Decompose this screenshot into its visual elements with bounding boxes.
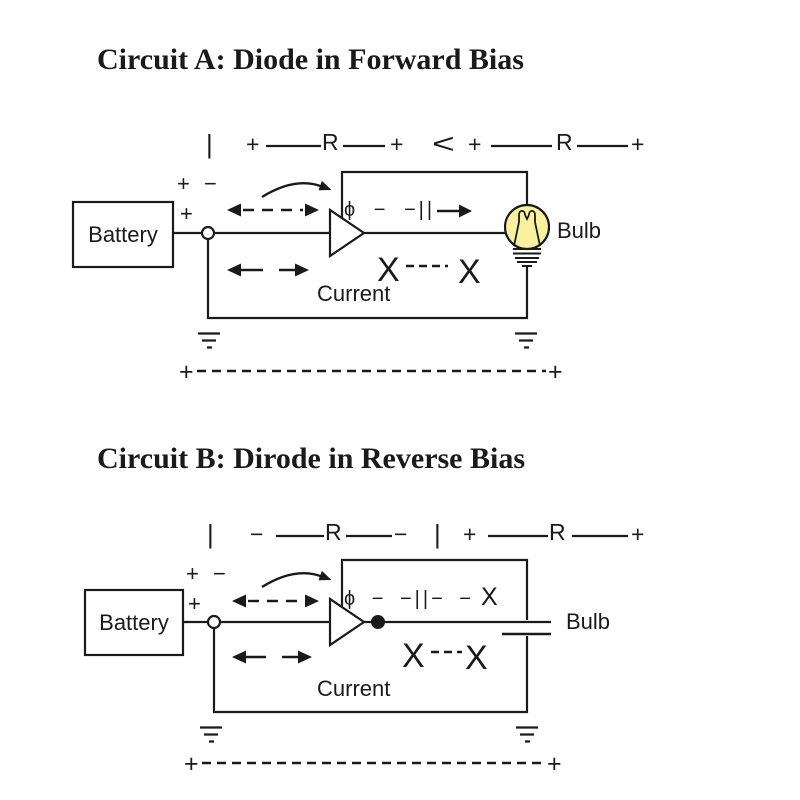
battery-polarity-top: + − bbox=[177, 171, 221, 196]
ground-icon-right bbox=[515, 332, 537, 349]
junction-node-icon bbox=[206, 614, 222, 630]
circuit-a-title: Circuit A: Diode in Forward Bias bbox=[97, 43, 524, 76]
row-plus-symbol: + bbox=[246, 131, 260, 157]
row-bar-symbol: | bbox=[206, 129, 213, 159]
double-arrow-icon bbox=[227, 263, 309, 277]
bulb-label: Bulb bbox=[566, 609, 611, 634]
rail-plus-right: + bbox=[548, 358, 563, 386]
row-plus-symbol: + bbox=[468, 131, 482, 157]
battery-label: Battery bbox=[99, 609, 169, 635]
resistor-label: R bbox=[556, 129, 573, 155]
curved-arrow-icon bbox=[261, 570, 332, 589]
ground-icon-left bbox=[198, 332, 220, 349]
x-mark-right: X bbox=[465, 639, 488, 677]
diode-annotation: ϕ − −|| bbox=[344, 199, 436, 221]
dashed-double-arrow-icon bbox=[227, 203, 319, 217]
rail-plus-right: + bbox=[547, 750, 562, 778]
diode-annotation: ϕ − −||− − bbox=[344, 588, 474, 610]
row-bar-symbol: | bbox=[434, 519, 441, 549]
row-plus-symbol: + bbox=[631, 131, 645, 157]
bulb-label: Bulb bbox=[557, 218, 602, 243]
circuit-b-title: Circuit B: Dirode in Reverse Bias bbox=[97, 442, 526, 475]
x-mark-left: X bbox=[402, 637, 425, 675]
battery-box bbox=[71, 200, 175, 269]
annotation-x-mark: X bbox=[481, 583, 498, 611]
junction-node-icon bbox=[200, 225, 216, 241]
circuit-b-wiring bbox=[83, 534, 628, 765]
lower-loop-wire bbox=[212, 628, 529, 714]
row-plus-symbol: + bbox=[631, 521, 645, 547]
junction-dot-icon bbox=[371, 615, 385, 629]
dashed-double-arrow-icon bbox=[232, 594, 319, 608]
battery-polarity-top: + − bbox=[186, 561, 230, 586]
resistor-label: R bbox=[549, 519, 566, 545]
battery-polarity-bottom: + bbox=[188, 591, 201, 616]
diode-icon bbox=[328, 596, 366, 648]
upper-loop-wire bbox=[340, 170, 529, 218]
row-plus-symbol: + bbox=[463, 521, 477, 547]
row-minus-symbol: − bbox=[250, 521, 264, 547]
circuit-a-wiring bbox=[71, 144, 628, 373]
x-mark-right: X bbox=[458, 253, 481, 291]
upper-loop-wire bbox=[340, 558, 529, 620]
rail-plus-left: + bbox=[184, 750, 199, 778]
ground-icon-right bbox=[516, 726, 538, 743]
ground-icon-left bbox=[200, 726, 222, 743]
battery-label: Battery bbox=[88, 221, 158, 247]
resistor-label: R bbox=[325, 519, 342, 545]
row-less-than-symbol: < bbox=[432, 127, 455, 160]
resistor-label: R bbox=[322, 129, 339, 155]
row-bar-symbol: | bbox=[207, 519, 214, 549]
battery-polarity-bottom: + bbox=[180, 201, 193, 226]
double-arrow-icon bbox=[232, 650, 312, 664]
x-mark-left: X bbox=[377, 251, 400, 289]
flow-arrow-icon bbox=[437, 204, 472, 218]
lower-loop-wire bbox=[206, 239, 529, 320]
diode-icon bbox=[328, 207, 366, 259]
row-plus-symbol: + bbox=[390, 131, 404, 157]
curved-arrow-icon bbox=[261, 180, 332, 199]
row-minus-symbol: − bbox=[394, 521, 408, 547]
current-label: Current bbox=[317, 281, 391, 306]
current-label: Current bbox=[317, 676, 391, 701]
bulb-lit-icon bbox=[503, 203, 551, 267]
rail-plus-left: + bbox=[179, 358, 194, 386]
